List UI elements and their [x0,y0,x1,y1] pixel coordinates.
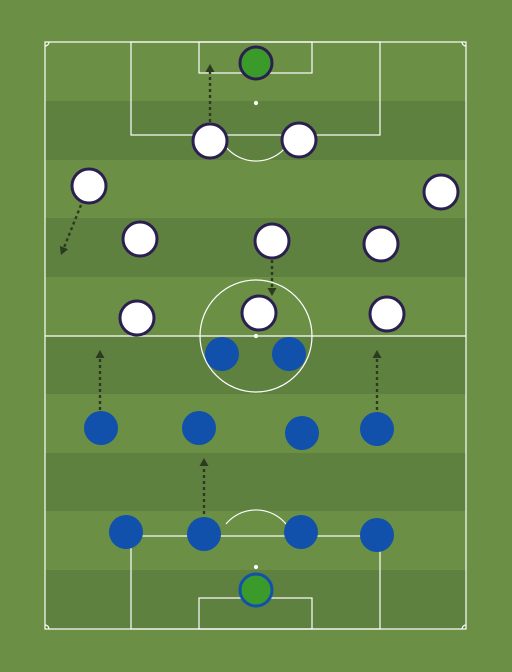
arrow-head [95,350,105,358]
movement-arrow [372,350,382,410]
corner-arc-top-left [44,41,50,47]
top-team-player[interactable] [422,173,460,211]
top-team-player[interactable] [70,167,108,205]
grass-stripe-dark [45,453,466,511]
corner-arc-bottom-right [461,624,467,630]
corner-arc-top-right [461,41,467,47]
bottom-team-player[interactable] [272,337,306,371]
bottom-team-goalkeeper[interactable] [238,572,274,608]
top-team-player[interactable] [191,122,229,160]
top-penalty-arc [225,146,287,162]
top-team-player[interactable] [368,295,406,333]
top-team-player[interactable] [362,225,400,263]
movement-arrow [95,350,105,410]
players [70,45,460,608]
arrow-shaft [61,204,83,251]
top-team-player[interactable] [121,220,159,258]
movement-arrow [267,260,277,296]
bottom-team-player[interactable] [84,411,118,445]
top-team-goalkeeper[interactable] [238,45,274,81]
bottom-team-player[interactable] [360,518,394,552]
center-spot [253,333,259,339]
bottom-team-player[interactable] [109,515,143,549]
movement-arrows [59,64,382,514]
bottom-team-player[interactable] [187,517,221,551]
top-team-player[interactable] [240,294,278,332]
arrow-head [267,288,277,296]
movement-arrow [205,64,215,122]
bottom-team-player[interactable] [205,337,239,371]
movement-arrow [59,204,83,255]
bottom-penalty-arc [225,509,287,525]
arrow-head [205,64,215,72]
movement-arrow [199,458,209,514]
corner-arc-bottom-left [44,624,50,630]
arrow-head [59,245,69,255]
grass-stripe-dark [45,336,466,394]
bottom-team-player[interactable] [284,515,318,549]
center-circle [199,279,313,393]
top-team-player[interactable] [280,121,318,159]
arrow-head [372,350,382,358]
bottom-team-player[interactable] [285,416,319,450]
bottom-penalty-spot [253,564,259,570]
bottom-team-player[interactable] [360,412,394,446]
pitch-markings [44,41,467,630]
bottom-team-player[interactable] [182,411,216,445]
top-penalty-spot [253,100,259,106]
top-team-player[interactable] [253,222,291,260]
arrow-head [199,458,209,466]
grass-stripe-dark [45,101,466,160]
top-team-player[interactable] [118,299,156,337]
